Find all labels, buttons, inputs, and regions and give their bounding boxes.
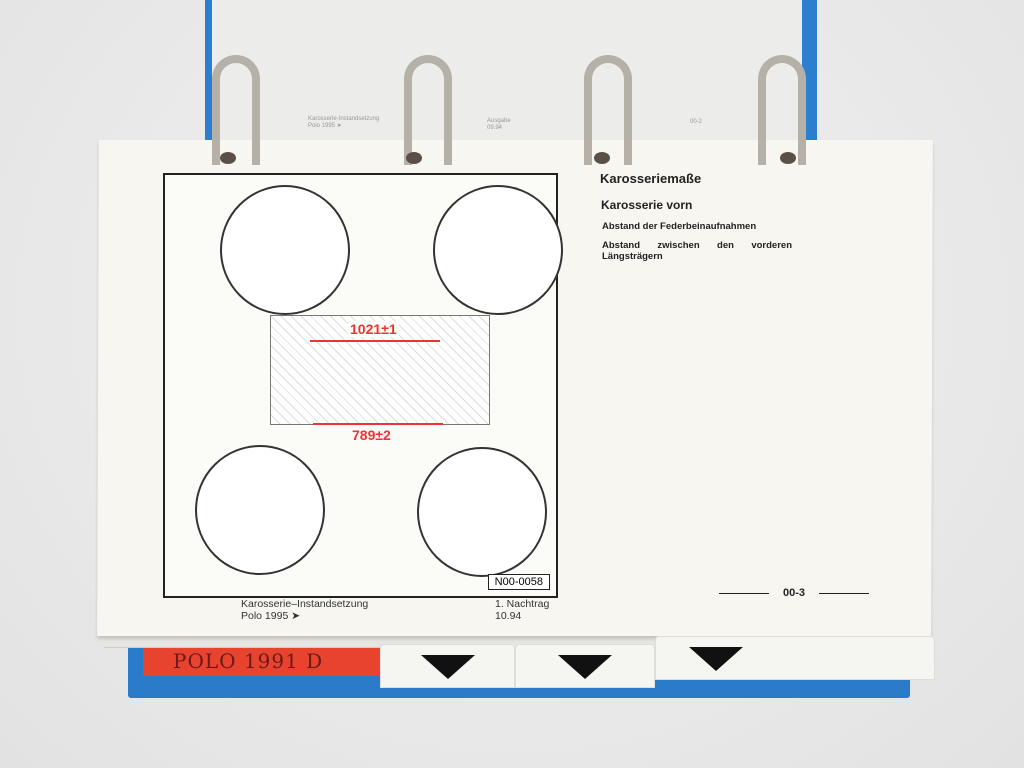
page-heading: Karosseriemaße	[600, 171, 702, 186]
footer-title-line2: Polo 1995 ➤	[241, 610, 301, 622]
edition-date: 09.94	[487, 125, 503, 131]
back-title-line1: Karosserie-Instandsetzung	[308, 116, 380, 122]
triangle-down-icon	[420, 655, 475, 679]
binder-ring-3	[584, 55, 632, 165]
punch-hole	[594, 152, 610, 164]
punch-hole	[780, 152, 796, 164]
detail-circle-top-right	[433, 185, 563, 315]
footer-title-line1: Karosserie–Instandsetzung	[241, 598, 369, 610]
body-dimension-figure: 1021±1 789±2 N00-0058	[163, 173, 563, 598]
punch-hole	[406, 152, 422, 164]
triangle-down-icon	[558, 655, 612, 679]
item: Abstand zwischen den vorderen Längsträge…	[602, 240, 792, 262]
binder-ring-4	[758, 55, 806, 165]
triangle-down-icon	[689, 647, 743, 671]
page-subheading: Karosserie vorn	[601, 198, 693, 212]
figure-code: N00-0058	[487, 574, 550, 590]
detail-circle-top-left	[220, 185, 350, 315]
dimension-line-lower	[313, 423, 443, 425]
back-page-number: 00-2	[690, 119, 703, 125]
red-tab-label[interactable]: POLO 1991 D	[143, 648, 381, 676]
item: Abstand der Federbeinaufnahmen	[602, 221, 757, 232]
page-number: 00-3	[705, 587, 883, 599]
back-title-line2: Polo 1995 ➤	[308, 123, 342, 129]
index-tab-1[interactable]	[380, 644, 515, 688]
index-tab-3[interactable]	[655, 636, 935, 680]
dimension-lower: 789±2	[350, 427, 393, 443]
footer-edition-line1: 1. Nachtrag	[495, 598, 550, 610]
binder-ring-2	[404, 55, 452, 165]
dimension-line-upper	[310, 340, 440, 342]
detail-circle-bottom-left	[195, 445, 325, 575]
index-tab-2[interactable]	[515, 644, 655, 688]
binder-ring-1	[212, 55, 260, 165]
punch-hole	[220, 152, 236, 164]
dimension-upper: 1021±1	[348, 321, 399, 337]
footer-edition-line2: 10.94	[495, 610, 522, 622]
item-list: Abstand der Federbeinaufnahmen Abstand z…	[602, 221, 792, 262]
detail-circle-bottom-right	[417, 447, 547, 577]
edition-label: Ausgabe	[487, 118, 511, 124]
